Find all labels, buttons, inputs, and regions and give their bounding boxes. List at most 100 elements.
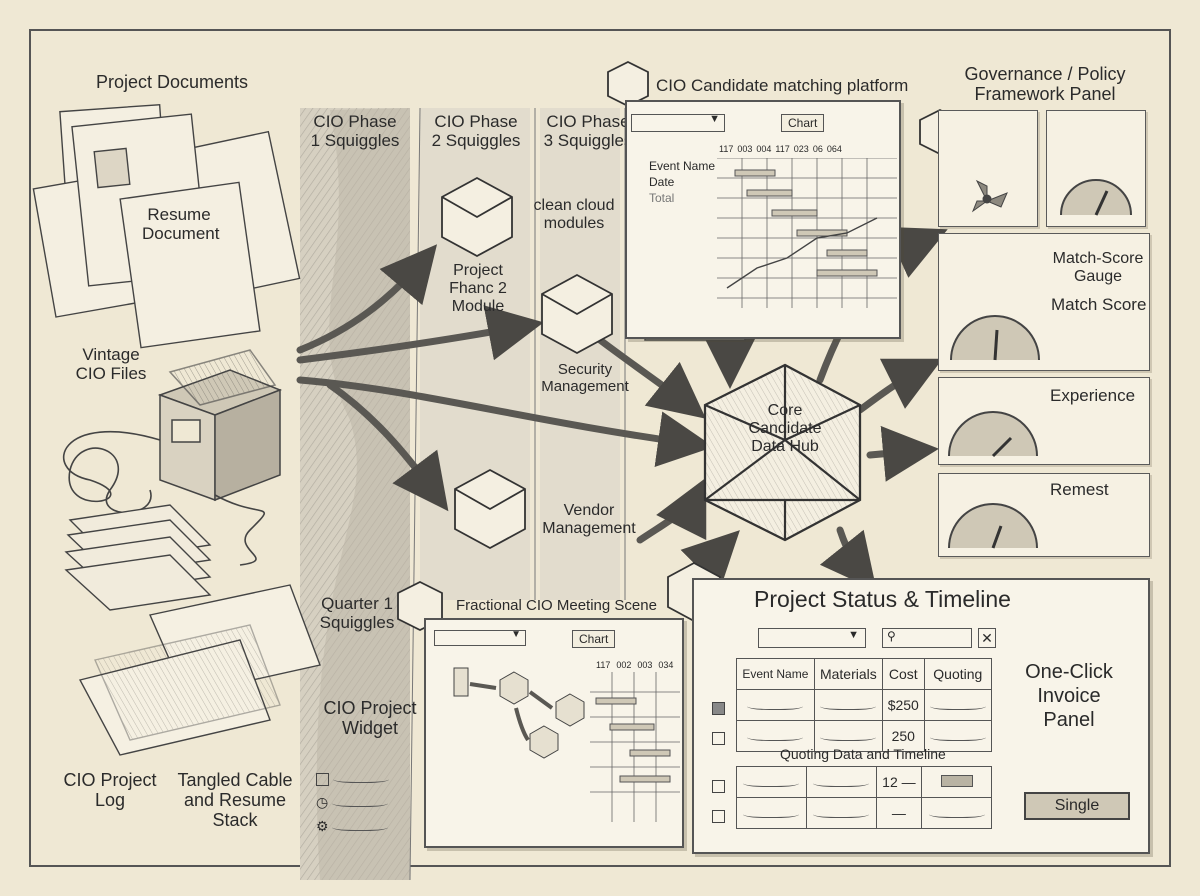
single-button[interactable]: Single <box>1024 792 1130 820</box>
project-widget-checklist: ◷ ⚙ <box>316 766 389 838</box>
header-quoting: Quoting <box>923 658 993 690</box>
meeting-window-title: Fractional CIO Meeting Scene <box>456 597 657 614</box>
table-row[interactable]: 250 <box>736 720 993 752</box>
platform-window-title: CIO Candidate matching platform <box>656 76 909 95</box>
platform-col-header: 117 <box>775 144 790 154</box>
quoting-table: 12 — — <box>736 766 992 829</box>
clean-cloud-label: clean cloud modules <box>533 197 615 232</box>
status-window-title: Project Status & Timeline <box>754 586 1011 612</box>
governance-title: Governance / Policy Framework Panel <box>964 64 1126 105</box>
match-score-panel <box>938 233 1150 371</box>
meeting-col-header: 003 <box>637 660 653 670</box>
checkbox-icon[interactable] <box>316 772 329 786</box>
row-checkbox[interactable] <box>712 809 725 823</box>
ledger-sheets <box>78 584 321 756</box>
quarter1-label: Quarter 1 Squiggles <box>319 594 395 633</box>
status-row-checkboxes <box>712 692 725 752</box>
meeting-col-header: 117 <box>596 660 611 670</box>
close-icon[interactable]: ✕ <box>978 628 996 648</box>
vintage-files-label: Vintage CIO Files <box>75 345 147 384</box>
row-cost: 250 <box>881 720 925 752</box>
header-event-name: Event Name <box>736 658 815 690</box>
resume-stack <box>64 504 212 611</box>
meeting-col-headers: 117 002 003 034 <box>596 660 673 670</box>
resume-document-label: Resume Document <box>142 205 220 244</box>
tangled-cable-label: Tangled Cable and Resume Stack <box>177 770 293 831</box>
governance-panel-right <box>1046 110 1146 227</box>
field-date: Date <box>649 175 675 189</box>
core-hub-label: Core Candidate Data Hub <box>748 402 822 455</box>
core-hub-shape <box>703 363 862 542</box>
phase3-label: CIO Phase 3 Squiggles <box>543 112 633 151</box>
quoting-section-title: Quoting Data and Timeline <box>780 746 946 762</box>
experience-panel <box>938 377 1150 465</box>
match-score-label: Match Score <box>1051 295 1147 314</box>
status-search-input[interactable]: ⚲ <box>882 628 972 648</box>
status-dropdown[interactable]: ▼ <box>758 628 866 648</box>
platform-col-header: 023 <box>793 144 809 154</box>
experience-gauge-icon <box>948 411 1038 458</box>
header-materials: Materials <box>813 658 883 690</box>
gear-icon: ⚙ <box>316 818 329 834</box>
phase1-label: CIO Phase 1 Squiggles <box>310 112 400 151</box>
gauge-icon <box>1060 179 1132 216</box>
platform-col-header: 064 <box>826 144 842 154</box>
platform-chart-button[interactable]: Chart <box>781 114 825 132</box>
row-cost: 12 — <box>875 766 923 798</box>
meeting-gantt <box>590 672 680 822</box>
header-cost: Cost <box>881 658 925 690</box>
row-cost: — <box>875 797 923 829</box>
platform-col-header: 06 <box>812 144 823 154</box>
search-icon: ⚲ <box>887 629 896 643</box>
fan-icon <box>971 179 1008 213</box>
status-table-header: Event Name Materials Cost Quoting <box>736 658 993 690</box>
vendor-mgmt-label: Vendor Management <box>542 502 636 537</box>
match-gauge-icon <box>950 315 1040 361</box>
project-financ-label: Project Fhanc 2 Module <box>449 262 507 315</box>
status-table: Event Name Materials Cost Quoting $250 2… <box>736 658 993 752</box>
table-row[interactable]: 12 — <box>736 766 992 798</box>
invoice-panel-title: One-Click Invoice Panel <box>1025 661 1113 731</box>
meeting-col-header: 034 <box>658 660 674 670</box>
security-mgmt-label: Security Management <box>541 361 629 395</box>
project-documents-sketch <box>32 103 301 349</box>
platform-gantt <box>717 158 897 308</box>
field-event-name: Event Name <box>649 159 716 173</box>
remest-panel <box>938 473 1150 557</box>
remest-label: Remest <box>1050 480 1109 499</box>
platform-dropdown[interactable]: ▼ <box>631 113 725 132</box>
row-checkbox[interactable] <box>712 731 725 745</box>
platform-col-header: 004 <box>756 144 772 154</box>
row-checkbox-checked[interactable] <box>712 701 725 715</box>
quoting-row-checkboxes <box>712 770 725 830</box>
remest-gauge-icon <box>948 503 1038 549</box>
platform-col-header: 117 <box>719 144 734 154</box>
chevron-down-icon: ▼ <box>511 629 521 640</box>
meeting-col-header: 002 <box>616 660 632 670</box>
vintage-files-box <box>157 349 283 502</box>
governance-panel-left <box>938 110 1038 227</box>
clock-icon: ◷ <box>316 794 329 810</box>
chevron-down-icon: ▼ <box>709 113 720 125</box>
project-documents-label: Project Documents <box>96 72 249 92</box>
meeting-chart-button[interactable]: Chart <box>572 630 616 648</box>
meeting-dropdown[interactable]: ▼ <box>434 629 526 646</box>
phase2-label: CIO Phase 2 Squiggles <box>431 112 521 151</box>
cio-project-log-label: CIO Project Log <box>63 770 157 811</box>
table-row[interactable]: — <box>736 797 992 829</box>
meeting-flow-sketch <box>453 667 585 759</box>
experience-label: Experience <box>1050 386 1136 405</box>
tangled-cable <box>62 430 266 566</box>
cio-project-widget-label: CIO Project Widget <box>323 698 417 739</box>
project-status-window: Project Status & Timeline ▼ ⚲ ✕ Event Na… <box>692 578 1150 854</box>
meeting-scene-window: ▼ Chart 117 002 003 034 <box>424 618 684 848</box>
table-row[interactable]: $250 <box>736 689 993 721</box>
platform-col-header: 003 <box>737 144 753 154</box>
field-total: Total <box>649 191 675 205</box>
row-checkbox[interactable] <box>712 779 725 793</box>
row-cost: $250 <box>881 689 925 721</box>
chevron-down-icon: ▼ <box>848 629 859 641</box>
